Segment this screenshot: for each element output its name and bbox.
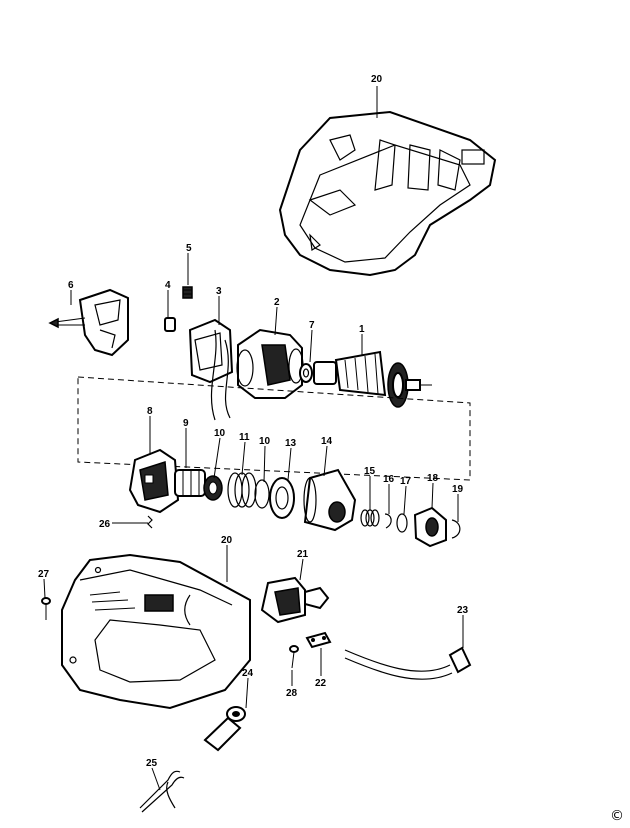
brush-holder-assembly xyxy=(188,318,234,421)
copyright-mark: © xyxy=(610,808,624,824)
label-part-27: 27 xyxy=(38,569,50,580)
label-part-20-top: 20 xyxy=(371,74,383,85)
label-part-23: 23 xyxy=(457,605,469,616)
screw-27 xyxy=(41,597,51,620)
label-part-21: 21 xyxy=(297,549,309,560)
gear-housing xyxy=(128,448,180,514)
label-part-10-b: 10 xyxy=(259,436,271,447)
carbon-brush xyxy=(164,317,176,332)
label-part-11: 11 xyxy=(239,432,250,443)
label-part-14: 14 xyxy=(321,436,333,447)
cord-clamp xyxy=(305,631,332,649)
locking-collar xyxy=(413,506,447,548)
leader-lines xyxy=(43,86,464,791)
label-part-20-bottom: 20 xyxy=(221,535,233,546)
retaining-ring xyxy=(451,519,461,539)
label-part-22: 22 xyxy=(315,678,327,689)
label-part-6: 6 xyxy=(68,280,74,291)
nose-collar xyxy=(303,468,357,532)
label-part-19: 19 xyxy=(452,484,464,495)
housing-half-bottom xyxy=(61,553,251,710)
spindle-gear xyxy=(174,469,206,497)
label-part-13: 13 xyxy=(285,438,297,449)
switch xyxy=(260,576,330,624)
label-part-2: 2 xyxy=(274,297,280,308)
brush-spring xyxy=(182,286,193,299)
label-part-4: 4 xyxy=(165,280,171,291)
label-part-9: 9 xyxy=(183,418,189,429)
housing-half-top xyxy=(278,110,497,277)
clip xyxy=(384,513,392,529)
brush-holder-cap xyxy=(48,288,129,357)
bearing-ring xyxy=(269,477,295,519)
cable-end xyxy=(139,770,185,813)
label-part-3: 3 xyxy=(216,286,222,297)
label-part-8: 8 xyxy=(147,406,153,417)
subassembly-outline xyxy=(77,376,471,481)
washer-b xyxy=(254,479,270,509)
label-part-26: 26 xyxy=(99,519,111,530)
label-part-16: 16 xyxy=(383,474,395,485)
power-cable xyxy=(344,646,472,680)
spring xyxy=(227,472,257,508)
label-part-7: 7 xyxy=(309,320,315,331)
label-part-5: 5 xyxy=(186,243,192,254)
o-ring xyxy=(396,513,408,533)
label-part-25: 25 xyxy=(146,758,158,769)
part-number-labels: 20 5 6 4 3 2 7 1 8 9 10 11 10 13 14 15 1… xyxy=(38,74,469,769)
label-part-28: 28 xyxy=(286,688,298,699)
small-spring xyxy=(360,509,380,527)
label-part-18: 18 xyxy=(427,473,439,484)
motor-field-stator xyxy=(236,328,304,399)
screw-26 xyxy=(128,515,153,529)
label-part-10-a: 10 xyxy=(214,428,226,439)
cord-protector xyxy=(203,706,246,752)
screw-28 xyxy=(289,645,299,669)
washer-a xyxy=(203,475,223,501)
armature-bearing xyxy=(299,363,313,383)
label-part-24: 24 xyxy=(242,668,254,679)
label-part-17: 17 xyxy=(400,476,412,487)
label-part-15: 15 xyxy=(364,466,376,477)
label-part-1: 1 xyxy=(359,324,365,335)
armature xyxy=(313,350,432,408)
